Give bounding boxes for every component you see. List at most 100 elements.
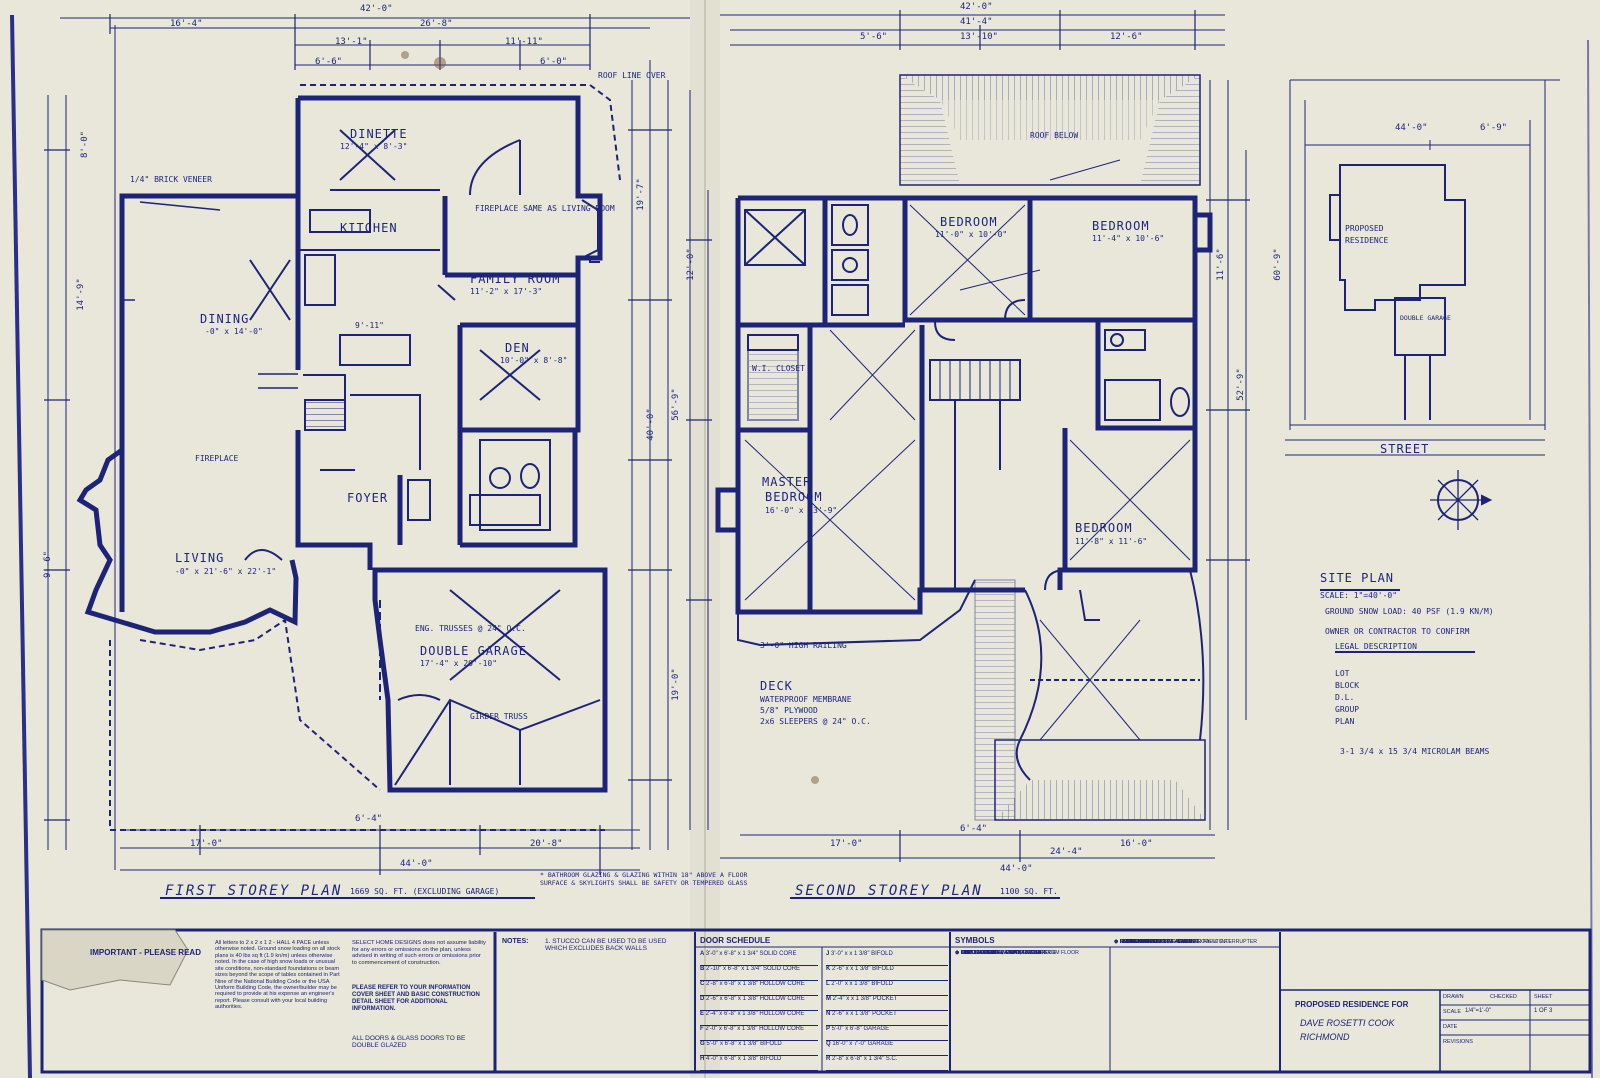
room-den-size: 10'-0" x 8'-8" xyxy=(500,356,568,365)
door-schedule-cell: x 6'-8" xyxy=(719,951,738,957)
door-schedule-cell: x xyxy=(845,1011,851,1017)
dim-d4: 11'-11" xyxy=(505,37,543,47)
symbol-legend-item: ⊗ LIGHT FIXTURE WITH PULL CHORD xyxy=(955,950,1049,962)
door-schedule-cell: 2'-4" xyxy=(705,1011,720,1017)
client-location: RICHMOND xyxy=(1300,1032,1350,1042)
room-bedroom-2: BEDROOM xyxy=(1092,219,1150,233)
door-schedule-cell: x xyxy=(844,951,850,957)
door-schedule-cell: Q xyxy=(826,1041,833,1047)
door-schedule-cell: x 6'-8" xyxy=(719,1011,738,1017)
room-family-size: 11'-2" x 17'-3" xyxy=(470,287,543,296)
room-family: FAMILY ROOM xyxy=(470,272,561,286)
room-master: MASTER xyxy=(762,475,812,489)
door-schedule-cell: POCKET xyxy=(872,996,898,1002)
door-schedule-cell: 5'-0" xyxy=(706,1041,720,1047)
symbol-label: LIGHT FIXTURE WITH PULL CHORD xyxy=(960,950,1049,956)
room-dining: DINING xyxy=(200,312,250,326)
room-kitchen-size: 9'-11" xyxy=(355,321,384,330)
dim-d5: 6'-6" xyxy=(315,57,343,67)
dim-right6: 52'-9" xyxy=(1235,368,1246,401)
door-schedule-cell: A xyxy=(700,951,706,957)
door-schedule-cell: HOLLOW CORE xyxy=(759,1011,805,1017)
symbol-label: RECESSED MEDICINE CABINET xyxy=(1119,939,1200,945)
door-schedule-cell: 2'-4" xyxy=(832,996,847,1002)
dim-left1: 8'-0" xyxy=(80,130,91,159)
symbols-title: SYMBOLS xyxy=(955,936,995,945)
door-schedule-cell: x 1 3/8" xyxy=(849,951,872,957)
door-schedule-cell: x xyxy=(844,981,850,987)
dim-bottom2: 44'-0" xyxy=(400,859,433,869)
dim-right8: 11'-6" xyxy=(1215,248,1226,281)
symbol-legend-item: ⊗ RECESSED MEDICINE CABINET xyxy=(1114,939,1200,951)
door-schedule-cell: x 6'-8" xyxy=(845,1056,864,1062)
symbol-icon: ⊗ xyxy=(955,950,961,956)
door-schedule-cell: x 6'-8" xyxy=(719,1056,738,1062)
door-schedule-left: A 3'-0" x 6'-8" x 1 3/4" SOLID CORE B 2'… xyxy=(700,951,818,1071)
site-proposed: PROPOSED xyxy=(1345,224,1384,233)
symbol-legend-item: ⊗ TIME SWITCH xyxy=(955,950,995,962)
symbol-icon: ⊗ xyxy=(1114,939,1120,945)
door-schedule-row: A 3'-0" x 6'-8" x 1 3/4" SOLID CORE xyxy=(700,951,818,966)
proposed-residence-for: PROPOSED RESIDENCE FOR xyxy=(1295,1000,1409,1009)
symbol-label: FORCED AIR OUTLET - WALL xyxy=(1119,939,1192,945)
site-plan-title: SITE PLAN xyxy=(1320,571,1395,585)
symbol-label: TIME SWITCH xyxy=(960,950,995,956)
door-schedule-cell: N xyxy=(826,1011,832,1017)
door-schedule-cell: 3'-0" xyxy=(831,951,845,957)
dim-top-overall: 42'-0" xyxy=(360,4,393,14)
door-schedule-cell: BIFOLD xyxy=(871,981,894,987)
room-foyer: FOYER xyxy=(347,491,389,505)
dim-bottom1: 17'-0" xyxy=(190,839,223,849)
door-schedule-title: DOOR SCHEDULE xyxy=(700,936,771,945)
room-deck: DECK xyxy=(760,679,793,693)
door-schedule-row: E 2'-4" x 6'-8" x 1 3/8" HOLLOW CORE xyxy=(700,1011,818,1026)
dim-bottom-s2: 44'-0" xyxy=(1000,864,1033,874)
site-residence: RESIDENCE xyxy=(1345,236,1389,245)
symbol-label: FLOOR DRAIN xyxy=(1119,939,1156,945)
room-living-size: -0" x 21'-6" x 22'-1" xyxy=(175,567,277,576)
door-schedule-cell: H xyxy=(700,1056,706,1062)
garage-truss-note: ENG. TRUSSES @ 24" O.C. xyxy=(415,624,526,633)
room-master-2: BEDROOM xyxy=(765,490,823,504)
door-schedule-cell: x 1 3/8" xyxy=(737,996,760,1002)
dim-left3: 9'-6" xyxy=(43,550,54,579)
legal-lot: LOT xyxy=(1335,669,1350,678)
door-schedule-cell: HOLLOW CORE xyxy=(759,996,805,1002)
symbol-legend-item: ⊗ FLOOR DRAIN xyxy=(1114,939,1156,951)
notes-header: NOTES: xyxy=(502,938,529,945)
door-schedule-cell: x 1 3/8" xyxy=(737,981,760,987)
door-schedule-cell: x 1 3/4" xyxy=(737,951,760,957)
symbol-label: FORCED AIR OUTLET - CEILING xyxy=(1119,939,1199,945)
room-wic: W.I. CLOSET xyxy=(752,364,805,373)
door-schedule-cell: x 1 3/8" xyxy=(849,981,872,987)
room-double-garage: DOUBLE GARAGE xyxy=(420,644,527,658)
room-kitchen: KITCHEN xyxy=(340,221,398,235)
symbol-legend-item: ⊗ TRACK LIGHT xyxy=(955,950,995,962)
dim-s1: 41'-4" xyxy=(960,17,993,27)
symbol-label: SMOKE DETECTOR & ALARM xyxy=(1119,939,1193,945)
door-schedule-cell: 4'-0" xyxy=(706,1056,720,1062)
symbol-label: LIGHT FIXTURE xyxy=(960,950,1000,956)
symbol-legend-item: ⊗ HOSE BIBB xyxy=(1114,939,1148,951)
door-schedule-cell: E xyxy=(700,1011,706,1017)
first-storey-title: FIRST STOREY PLAN xyxy=(165,883,343,899)
legal-block: BLOCK xyxy=(1335,681,1360,690)
room-dining-size: -0" x 14'-0" xyxy=(205,327,263,336)
door-schedule-cell: SOLID CORE xyxy=(763,966,801,972)
symbol-label: RETURN AIR OUTLET xyxy=(1119,939,1174,945)
door-schedule-cell: BIFOLD xyxy=(760,1041,782,1047)
symbol-icon: ⊗ xyxy=(955,950,961,956)
symbol-icon: ⊗ xyxy=(1114,939,1120,945)
room-den: DEN xyxy=(505,341,530,355)
deck-note-3: 2x6 SLEEPERS @ 24" O.C. xyxy=(760,717,871,726)
symbol-legend-item: ⊗ DUPLEX + CONV. OUTLET 12" UP FROM FLOO… xyxy=(955,950,1079,962)
site-scale: SCALE: 1"=40'-0" xyxy=(1320,591,1398,600)
room-dinette: DINETTE xyxy=(350,127,408,141)
symbol-legend-item: ⊗ SMOKE DETECTOR & ALARM xyxy=(1114,939,1193,951)
dim-d6: 6'-0" xyxy=(540,57,568,67)
site-double-garage: DOUBLE GARAGE xyxy=(1400,314,1451,322)
door-schedule-cell: P xyxy=(826,1026,832,1032)
client-name: DAVE ROSETTI COOK xyxy=(1300,1018,1395,1028)
dim-d2: 26'-8" xyxy=(420,19,453,29)
deck-note-2: 5/8" PLYWOOD xyxy=(760,706,818,715)
